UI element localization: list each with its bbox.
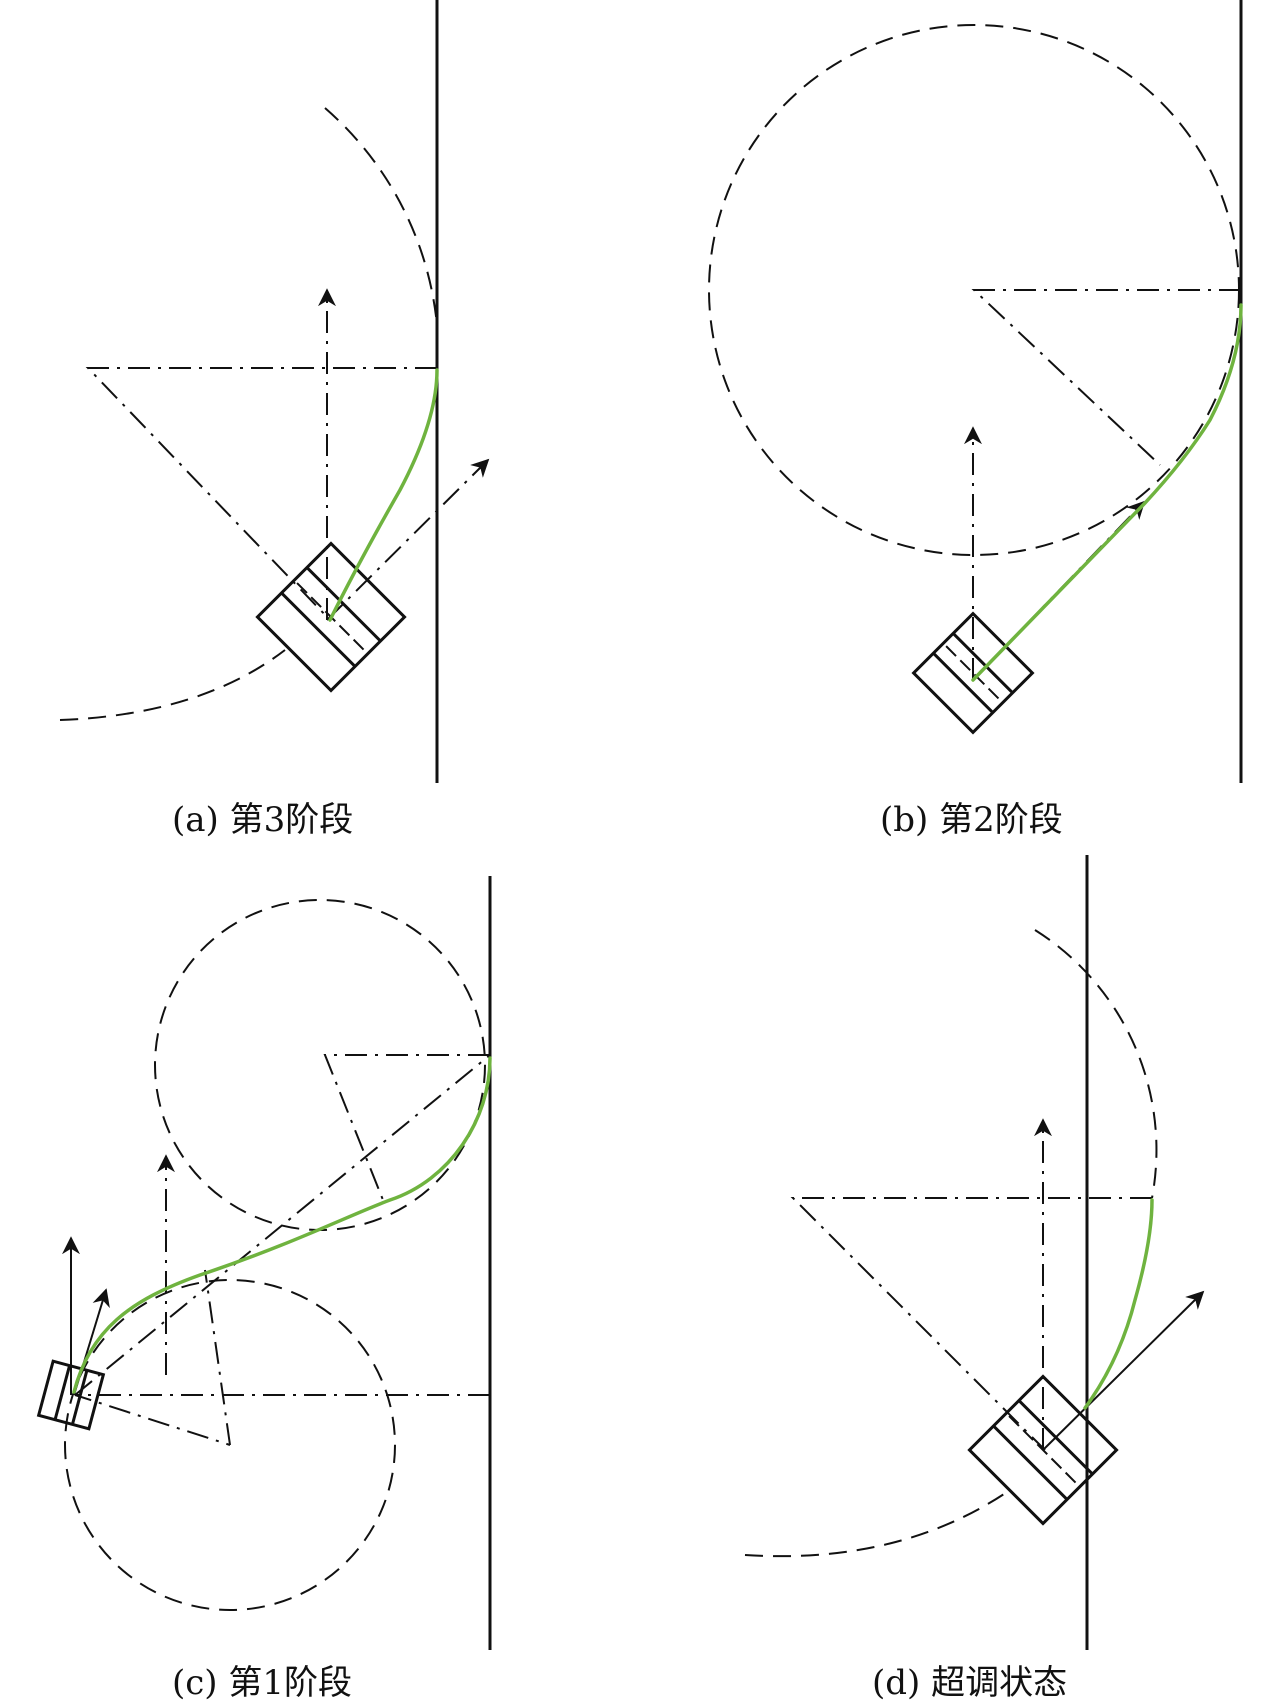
turn-circle-arc-upper: [1034, 929, 1158, 1199]
vehicle: [36, 1359, 106, 1431]
turning-radius-triangle: [790, 1197, 1152, 1451]
panel-c: [36, 876, 492, 1650]
trajectory-path: [1083, 1198, 1154, 1410]
trajectory-path: [971, 303, 1243, 682]
turn-circle-arc-upper: [324, 107, 438, 326]
turn-circle-arc-lower: [59, 649, 286, 721]
diagonal-guide: [74, 1054, 491, 1396]
trajectory-path: [328, 368, 439, 622]
turning-radius-triangle: [971, 289, 1241, 466]
upper-radius-triangle: [323, 1054, 490, 1206]
vehicle: [911, 611, 1035, 735]
lower-radius-triangle: [74, 1394, 490, 1446]
lower-turn-circle: [64, 1279, 396, 1611]
lower-center-link: [204, 1269, 231, 1446]
turning-radius-triangle: [85, 367, 437, 621]
panel-a: [59, 0, 490, 783]
panel-b: [708, 0, 1243, 783]
turn-circle-arc-lower: [744, 1489, 1011, 1558]
caption-panel-a: (a) 第3阶段: [172, 800, 354, 840]
vehicle: [967, 1374, 1119, 1526]
caption-panel-b: (b) 第2阶段: [880, 800, 1063, 840]
panel-d: [744, 855, 1205, 1650]
caption-panel-c: (c) 第1阶段: [172, 1663, 353, 1703]
upper-turn-circle: [154, 899, 486, 1231]
trajectory-path: [72, 1056, 492, 1394]
caption-panel-d: (d) 超调状态: [872, 1663, 1068, 1703]
heading-arrow-diagonal: [1042, 1290, 1205, 1451]
heading-arrow-diagonal: [326, 458, 490, 621]
